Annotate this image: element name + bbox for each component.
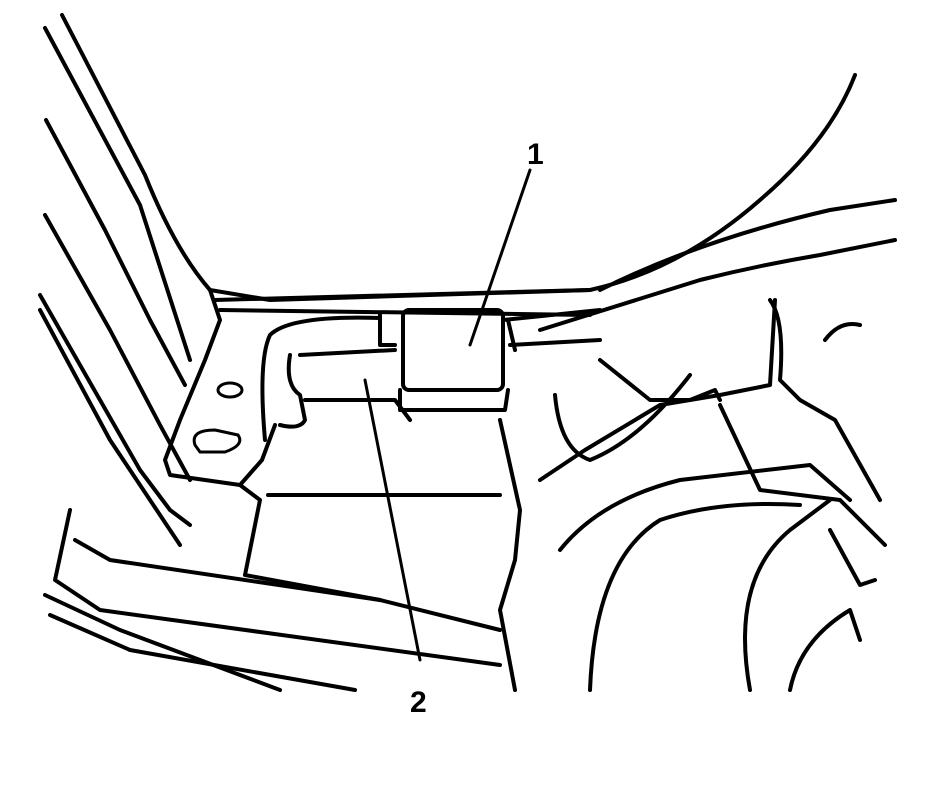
callout-1: 1	[527, 138, 544, 171]
callout-2: 2	[410, 686, 427, 719]
